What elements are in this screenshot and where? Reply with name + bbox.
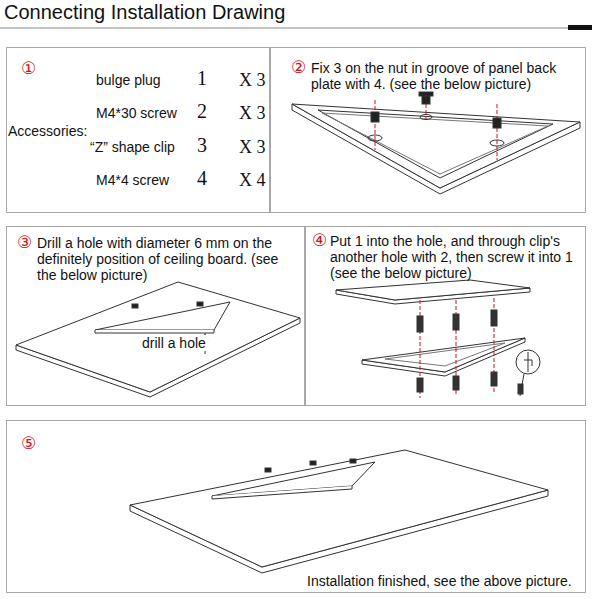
title-bar bbox=[568, 25, 592, 30]
step-number: ② bbox=[291, 59, 306, 75]
part-number: X 3 bbox=[239, 102, 266, 124]
accessories-panel: ①Accessories:bulge plug1X 3M4*30 screw2X… bbox=[6, 47, 270, 213]
step-panel: ④Put 1 into the hole, and through clip's… bbox=[305, 226, 586, 406]
step-number: ④ bbox=[312, 232, 327, 248]
panel-back-figure bbox=[292, 86, 580, 194]
step-panel: ⑤ Installation finished, see the above pi… bbox=[6, 420, 586, 593]
ceiling-board-figure bbox=[16, 282, 300, 397]
step-text: “Z” shape clip bbox=[90, 139, 175, 155]
step-panel: ② Fix 3 on the nut in groove of panel bac… bbox=[270, 47, 586, 213]
finished-figure bbox=[130, 450, 548, 573]
step-panel: ③ Drill a hole with diameter 6 mm on the … bbox=[6, 226, 305, 406]
title-rule bbox=[0, 28, 592, 29]
part-number: X 3 bbox=[239, 69, 266, 91]
part-number: X 4 bbox=[239, 169, 266, 191]
part-number: 4 bbox=[197, 167, 207, 189]
part-number: X 3 bbox=[239, 136, 266, 158]
part-number: 1 bbox=[197, 67, 207, 89]
step-text: Fix 3 on the nut in groove of panel back… bbox=[311, 60, 579, 92]
step-number: ⑤ bbox=[21, 435, 36, 451]
step-text: Installation finished, see the above pic… bbox=[307, 573, 572, 589]
callout-label: drill a hole bbox=[140, 335, 208, 351]
step-text: Drill a hole with diameter 6 mm on the d… bbox=[37, 235, 301, 283]
step-number: ① bbox=[21, 60, 36, 76]
step-text: Put 1 into the hole, and through clip's … bbox=[330, 233, 582, 281]
step-text: M4*4 screw bbox=[96, 172, 169, 188]
clip-screw-figure bbox=[336, 280, 540, 398]
step-text: M4*30 screw bbox=[96, 105, 177, 121]
part-number: 2 bbox=[197, 100, 207, 122]
step-number: ③ bbox=[17, 234, 32, 250]
step-text: Accessories: bbox=[8, 123, 87, 139]
step-text: bulge plug bbox=[96, 72, 161, 88]
page-title: Connecting Installation Drawing bbox=[4, 1, 285, 24]
part-number: 3 bbox=[197, 134, 207, 156]
